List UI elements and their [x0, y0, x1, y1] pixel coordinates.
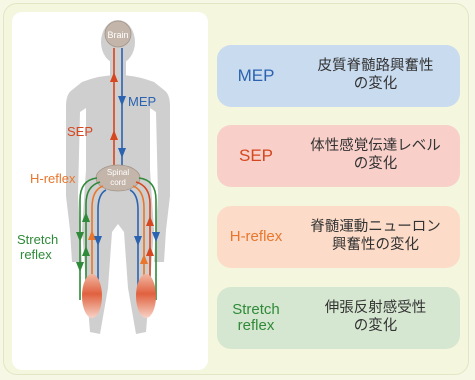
card-stretch-reflex-desc: 伸張反射感受性 の変化 — [297, 287, 454, 349]
spinal-cord-label-line2: cord — [110, 178, 126, 187]
spinal-cord-label-line1: Spinal — [107, 168, 129, 177]
h-reflex-label: H-reflex — [30, 171, 76, 186]
card-sep-abbr: SEP — [217, 125, 295, 187]
card-h-reflex-abbr: H-reflex — [217, 206, 295, 268]
calf-muscles — [82, 274, 156, 318]
brain-label: Brain — [107, 30, 128, 40]
card-mep-desc: 皮質脊髄路興奮性 の変化 — [297, 45, 454, 107]
stretch-reflex-label-line2: reflex — [20, 247, 52, 262]
brain-node: Brain — [105, 21, 131, 47]
card-h-reflex-desc: 脊髄運動ニューロン 興奮性の変化 — [297, 206, 454, 268]
mep-label: MEP — [128, 94, 156, 109]
card-stretch-reflex-abbr: Stretch reflex — [217, 287, 295, 349]
card-mep: MEP 皮質脊髄路興奮性 の変化 — [217, 45, 460, 107]
card-stretch-reflex: Stretch reflex 伸張反射感受性 の変化 — [217, 287, 460, 349]
spinal-cord-node: Spinal cord — [96, 165, 140, 191]
stretch-reflex-label-line1: Stretch — [17, 232, 58, 247]
card-sep-desc: 体性感覚伝達レベル の変化 — [297, 125, 454, 187]
card-h-reflex: H-reflex 脊髄運動ニューロン 興奮性の変化 — [217, 206, 460, 268]
card-sep: SEP 体性感覚伝達レベル の変化 — [217, 125, 460, 187]
card-mep-abbr: MEP — [217, 45, 295, 107]
sep-label: SEP — [67, 124, 93, 139]
